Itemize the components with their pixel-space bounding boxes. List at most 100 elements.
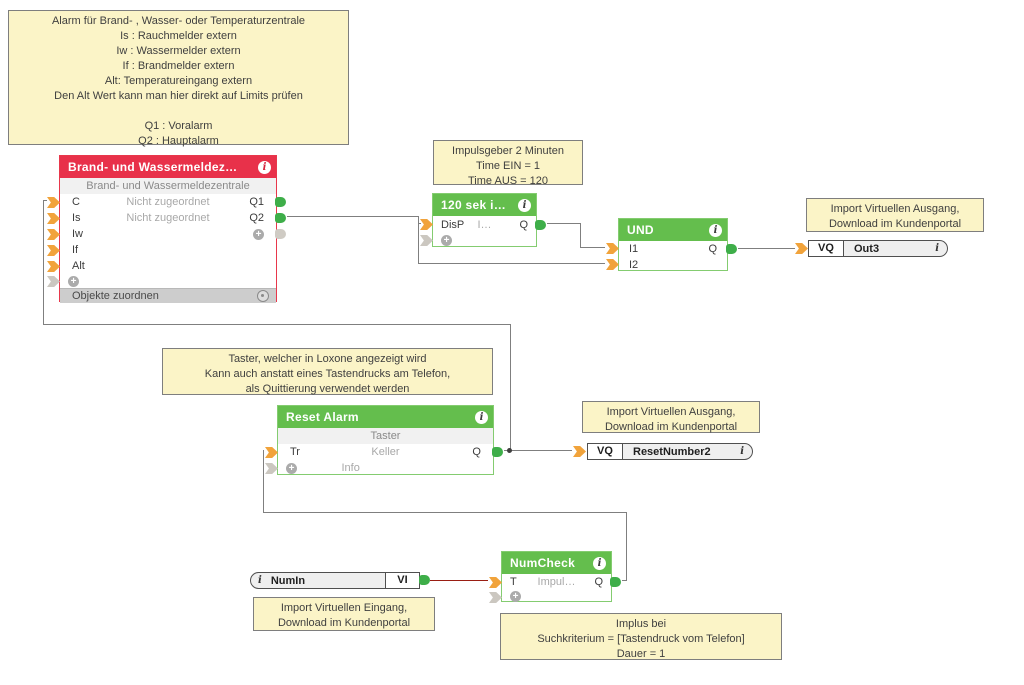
block-header[interactable]: Brand- und Wassermeldez… (60, 156, 276, 178)
info-badge-icon[interactable] (935, 243, 939, 254)
note-line: Implus bei (615, 618, 667, 630)
output-connector-q-icon[interactable] (726, 244, 737, 254)
wire-segment[interactable] (287, 216, 418, 217)
info-badge-icon[interactable] (740, 446, 744, 457)
block-row-tr: Tr Keller Q (278, 444, 493, 460)
output-connector-q-icon[interactable] (492, 447, 503, 457)
wire-segment[interactable] (738, 248, 795, 249)
input-connector-if-icon[interactable] (47, 245, 60, 256)
add-input-icon[interactable] (441, 234, 452, 246)
virtual-output-out3[interactable]: VQ Out3 (808, 240, 948, 257)
function-block-120sek-impuls[interactable]: 120 sek i… DisP I… Q (420, 193, 546, 247)
assign-objects-button[interactable]: Objekte zuordnen (60, 288, 276, 303)
block-header[interactable]: 120 sek i… (433, 194, 536, 216)
note-line: Den Alt Wert kann man hier direkt auf Li… (54, 90, 303, 102)
info-icon[interactable] (593, 556, 606, 570)
block-title: UND (627, 223, 654, 237)
wire-segment[interactable] (43, 200, 47, 201)
output-connector-q-icon[interactable] (610, 577, 621, 587)
output-connector-q2-icon[interactable] (275, 213, 286, 223)
input-connector-disp-icon[interactable] (420, 219, 433, 230)
wire-segment[interactable] (43, 324, 510, 325)
output-connector-q1-icon[interactable] (275, 197, 286, 207)
virtual-input-numin[interactable]: NumIn VI (250, 572, 420, 589)
wire-segment[interactable] (622, 580, 627, 581)
note-import-vi-numin[interactable]: Import Virtuellen Eingang, Download im K… (253, 597, 435, 631)
wire-segment[interactable] (418, 223, 421, 224)
input-connector-c-icon[interactable] (47, 197, 60, 208)
info-icon[interactable] (475, 410, 488, 424)
output-label: Q2 (249, 212, 265, 224)
wire-segment[interactable] (263, 450, 264, 512)
virtual-output-resetnumber2[interactable]: VQ ResetNumber2 (587, 443, 753, 460)
info-icon[interactable] (709, 223, 722, 237)
wire-segment[interactable] (626, 512, 627, 581)
note-implus[interactable]: Implus bei Suchkriterium = [Tastendruck … (500, 613, 782, 660)
wire-segment[interactable] (580, 247, 605, 248)
input-connector-add-icon[interactable] (47, 276, 60, 287)
note-import-vq-out3[interactable]: Import Virtuellen Ausgang, Download im K… (806, 198, 984, 232)
input-connector-add-icon[interactable] (489, 592, 502, 603)
input-connector-add-icon[interactable] (265, 463, 278, 474)
note-taster[interactable]: Taster, welcher in Loxone angezeigt wird… (162, 348, 493, 395)
block-row-add (433, 233, 536, 247)
block-title: Reset Alarm (286, 410, 359, 424)
input-connector-i1-icon[interactable] (606, 243, 619, 254)
block-title: NumCheck (510, 556, 576, 570)
wire-segment-red[interactable] (430, 580, 488, 581)
wire-segment[interactable] (263, 512, 627, 513)
block-row-alt: Alt (60, 258, 276, 274)
wire-segment[interactable] (580, 223, 581, 248)
note-alarm-info[interactable]: Alarm für Brand- , Wasser- oder Temperat… (8, 10, 349, 147)
input-value: Impul… (537, 576, 576, 588)
block-title: 120 sek i… (441, 198, 507, 212)
add-output-icon[interactable] (253, 228, 264, 240)
input-value: Keller (371, 446, 400, 458)
input-connector-vq-reset-icon[interactable] (573, 446, 586, 457)
input-connector-t-icon[interactable] (489, 577, 502, 588)
note-impulsgeber[interactable]: Impulsgeber 2 Minuten Time EIN = 1 Time … (433, 140, 583, 187)
function-block-numcheck[interactable]: NumCheck T Impul… Q (489, 551, 621, 603)
input-connector-alt-icon[interactable] (47, 261, 60, 272)
input-label: Alt (72, 260, 85, 272)
block-header[interactable]: NumCheck (502, 552, 611, 574)
note-line: Import Virtuellen Eingang, (280, 602, 408, 614)
function-block-reset-alarm[interactable]: Reset Alarm Taster Tr Keller Q Info (265, 405, 503, 475)
output-connector-add-icon[interactable] (275, 229, 286, 239)
add-input-icon[interactable] (68, 275, 79, 287)
info-icon[interactable] (518, 198, 531, 212)
input-label: C (72, 196, 80, 208)
block-header[interactable]: Reset Alarm (278, 406, 493, 428)
output-connector-numin-icon[interactable] (419, 575, 430, 585)
add-input-icon[interactable] (510, 590, 521, 602)
input-connector-is-icon[interactable] (47, 213, 60, 224)
note-line: Time EIN = 1 (475, 160, 541, 172)
wire-segment[interactable] (418, 263, 605, 264)
input-connector-i2-icon[interactable] (606, 259, 619, 270)
note-import-vq-reset[interactable]: Import Virtuellen Ausgang, Download im K… (582, 401, 760, 433)
note-line: Import Virtuellen Ausgang, (606, 406, 736, 418)
wire-segment[interactable] (510, 324, 511, 451)
note-line: Q1 : Voralarm (144, 120, 213, 132)
info-badge-icon[interactable] (258, 575, 262, 586)
function-block-brandmeldezentrale[interactable]: Brand- und Wassermeldez… Brand- und Wass… (47, 155, 286, 303)
wire-segment[interactable] (418, 216, 419, 264)
block-header[interactable]: UND (619, 219, 727, 241)
input-connector-iw-icon[interactable] (47, 229, 60, 240)
input-connector-tr-icon[interactable] (265, 447, 278, 458)
wire-segment[interactable] (547, 223, 580, 224)
note-line: Download im Kundenportal (604, 421, 738, 433)
wire-segment[interactable] (504, 450, 572, 451)
function-block-und[interactable]: UND I1 Q I2 (606, 218, 737, 271)
block-row-c: C Nicht zugeordnet Q1 (60, 194, 276, 210)
wire-segment[interactable] (43, 200, 44, 324)
add-input-icon[interactable] (286, 462, 297, 474)
info-icon[interactable] (258, 160, 271, 174)
output-label: Q (472, 446, 481, 458)
input-value: I… (477, 218, 492, 231)
input-connector-vq-out3-icon[interactable] (795, 243, 808, 254)
input-connector-add-icon[interactable] (420, 235, 433, 246)
block-subtitle: Brand- und Wassermeldezentrale (60, 178, 276, 194)
output-connector-q-icon[interactable] (535, 220, 546, 230)
